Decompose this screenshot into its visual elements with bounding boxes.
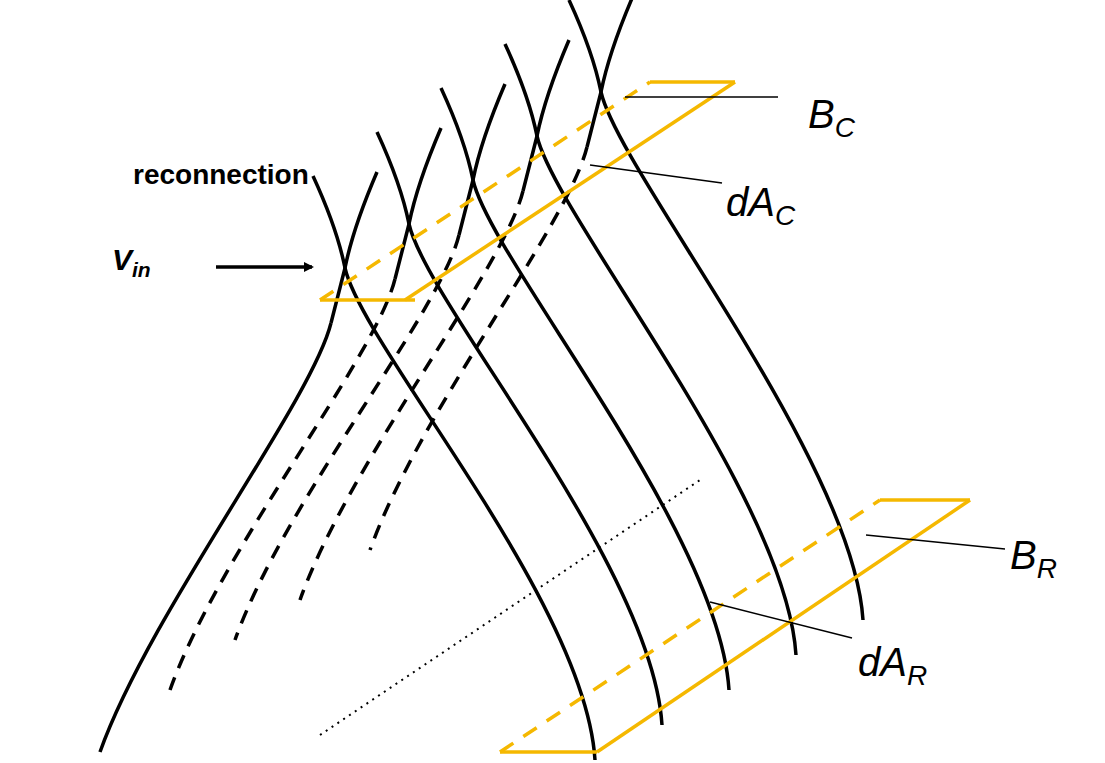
area-label: dAC (726, 180, 795, 232)
symbol-text: B (1010, 533, 1037, 577)
field-label: BR (1010, 533, 1057, 585)
field-line (100, 323, 331, 752)
symbol-text: reconnection (133, 159, 309, 190)
symbol-text: B (808, 92, 835, 136)
field-line (441, 88, 729, 690)
subscript-text: C (835, 112, 855, 143)
process-label: reconnection (133, 160, 309, 191)
symbol-text: dA (858, 640, 907, 684)
subscript-text: in (132, 258, 151, 281)
field-line (459, 84, 505, 235)
field-line (170, 279, 395, 690)
flux-surface (320, 82, 970, 752)
field-line (395, 128, 441, 279)
subscript-text: R (907, 660, 927, 691)
field-line (505, 44, 796, 655)
field-line (235, 235, 459, 640)
field-line (523, 40, 569, 191)
field-line (313, 176, 595, 760)
dotted-axis (320, 480, 700, 735)
leader-lines (590, 97, 1005, 638)
field-lines (100, 0, 863, 760)
symbol-text: dA (726, 180, 775, 224)
symbol-text: V (112, 243, 132, 276)
velocity-label: Vin (112, 243, 151, 281)
field-label: BC (808, 92, 855, 144)
area-label: dAR (858, 640, 927, 692)
field-line (377, 132, 662, 725)
field-line (587, 0, 633, 147)
subscript-text: C (775, 200, 795, 231)
inflow-arrow (216, 265, 312, 269)
subscript-text: R (1037, 553, 1057, 584)
